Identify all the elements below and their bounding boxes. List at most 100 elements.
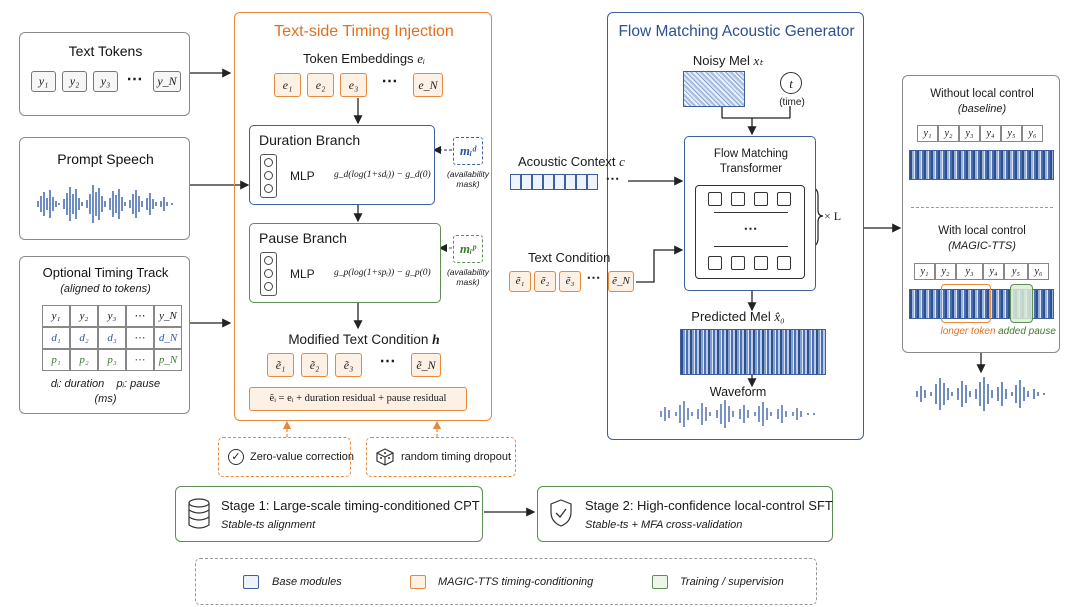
without-control-title: Without local control [930, 88, 1034, 100]
duration-branch-title: Duration Branch [259, 132, 361, 148]
pause-mask-symbol: mᵢᵖ [459, 241, 477, 256]
modified-token-n: ẽ_N [411, 353, 441, 377]
modified-token-2: ẽ₂ [301, 353, 328, 377]
predicted-mel-symbol: x̂₀ [774, 309, 785, 324]
duration-mask-label-2: mask) [456, 179, 480, 189]
without-token-1: y₁ [917, 125, 938, 142]
noisy-mel-label-row: Noisy Mel xₜ [668, 53, 788, 69]
timing-track-legend: dᵢ: duration pᵢ: pause [50, 378, 161, 390]
duration-mask-label: (availability mask) [441, 169, 495, 189]
legend: Base modules MAGIC-TTS timing-conditioni… [195, 558, 817, 605]
duration-mask-symbol: mᵢᵈ [459, 143, 477, 158]
stage2-subtitle: Stable-ts + MFA cross-validation [585, 519, 743, 531]
modified-condition-symbol: h [432, 332, 440, 347]
predicted-mel-label: Predicted Mel [691, 309, 771, 324]
acoustic-context-cell-8 [587, 174, 598, 190]
text-condition-token-3: ẽ₃ [559, 271, 581, 292]
pause-formula: g_p(log(1+spᵢ)) − g_p(0) [334, 268, 431, 278]
comparison-divider [911, 207, 1053, 208]
without-token-3: y₃ [959, 125, 980, 142]
legend-base-label: Base modules [272, 576, 342, 588]
noisy-mel-label: Noisy Mel [692, 53, 750, 68]
noisy-mel-image [683, 71, 745, 107]
track-d-2: d₂ [70, 327, 98, 349]
track-d-ellipsis: ⋯ [126, 327, 154, 349]
comparison-panel: Without local control (baseline) y₁ y₂ y… [902, 75, 1060, 353]
without-control-sub: (baseline) [957, 103, 1007, 115]
with-control-title: With local control [938, 225, 1026, 237]
waveform-label: Waveform [709, 385, 767, 399]
timing-track-units: (ms) [94, 393, 117, 405]
embedding-n: e_N [413, 73, 443, 97]
track-y-ellipsis: ⋯ [126, 305, 154, 327]
acoustic-context-cell-5 [554, 174, 565, 190]
output-waveform [916, 377, 1045, 411]
token-embeddings-label: Token Embeddings [302, 51, 414, 66]
added-pause-label: added pause [998, 326, 1056, 337]
without-token-5: y₅ [1001, 125, 1022, 142]
without-token-2: y₂ [938, 125, 959, 142]
acoustic-context-cell-6 [565, 174, 576, 190]
track-p-3: p₃ [98, 349, 126, 371]
acoustic-context-cell-2 [521, 174, 532, 190]
text-tokens-title: Text Tokens [68, 43, 143, 59]
legend-base-swatch [243, 575, 259, 589]
legend-magic-label: MAGIC-TTS timing-conditioning [438, 576, 594, 588]
timing-track-title: Optional Timing Track [42, 265, 169, 280]
legend-training-label: Training / supervision [680, 576, 784, 588]
transformer-title: Flow Matching Transformer [685, 147, 817, 177]
with-token-2: y₂ [935, 263, 956, 280]
acoustic-context-label-row: Acoustic Context c [518, 154, 628, 170]
pause-mask-label-2: mask) [456, 277, 480, 287]
shield-check-icon [550, 499, 572, 527]
text-token-2: y₂ [62, 71, 87, 92]
legend-magic-swatch [410, 575, 426, 589]
text-condition-token-1: ẽ₁ [509, 271, 531, 292]
embedding-3: e₃ [340, 73, 367, 97]
generator-title: Flow Matching Acoustic Generator [618, 23, 855, 40]
modified-token-3: ẽ₃ [335, 353, 362, 377]
timing-dropout-box: random timing dropout [366, 437, 516, 477]
noisy-mel-symbol: xₜ [753, 53, 764, 68]
pause-mask-label: (availability mask) [441, 267, 495, 287]
pause-branch-title: Pause Branch [259, 230, 347, 246]
text-token-n: y_N [153, 71, 181, 92]
stage2-title: Stage 2: High-confidence local-control S… [585, 498, 833, 513]
track-p-ellipsis: ⋯ [126, 349, 154, 371]
embedding-2: e₂ [307, 73, 334, 97]
timing-injection-panel: Text-side Timing Injection Token Embeddi… [234, 12, 492, 421]
duration-mlp-icon [260, 154, 277, 198]
track-y-n: y_N [154, 305, 182, 327]
with-token-4: y₄ [983, 263, 1004, 280]
flow-matching-transformer: Flow Matching Transformer ⋯ [684, 136, 816, 291]
text-condition-token-n: ẽ_N [608, 271, 634, 292]
token-embeddings-label-row: Token Embeddings eᵢ [235, 51, 493, 67]
transformer-title-2: Transformer [719, 163, 783, 175]
pause-mask-box: mᵢᵖ [453, 235, 483, 263]
pause-mlp-label: MLP [290, 267, 315, 281]
without-token-6: y₆ [1022, 125, 1043, 142]
text-token-ellipsis: ⋯ [126, 71, 144, 88]
text-condition-token-2: ẽ₂ [534, 271, 556, 292]
prompt-speech-panel: Prompt Speech [19, 137, 190, 240]
baseline-spectrogram [909, 150, 1054, 180]
modified-token-ellipsis: ⋯ [379, 353, 397, 370]
transformer-blocks: ⋯ [695, 185, 805, 279]
generator-waveform [660, 400, 815, 428]
with-token-5: y₅ [1004, 263, 1028, 280]
check-circle-icon: ✓ [228, 449, 244, 465]
timing-injection-title: Text-side Timing Injection [274, 23, 454, 40]
embedding-1: e₁ [274, 73, 301, 97]
timing-track-panel: Optional Timing Track (aligned to tokens… [19, 256, 190, 414]
text-tokens-panel: Text Tokens y₁ y₂ y₃ ⋯ y_N [19, 32, 190, 116]
pause-mask-label-1: (availability [446, 267, 490, 277]
track-d-1: d₁ [42, 327, 70, 349]
stage1-title: Stage 1: Large-scale timing-conditioned … [221, 498, 480, 513]
added-pause-highlight [1010, 284, 1033, 323]
flow-matching-generator-panel: Flow Matching Acoustic Generator Noisy M… [607, 12, 864, 440]
time-circle: t [780, 72, 802, 94]
repeat-label: × L [824, 209, 842, 223]
modified-token-1: ẽ₁ [267, 353, 294, 377]
